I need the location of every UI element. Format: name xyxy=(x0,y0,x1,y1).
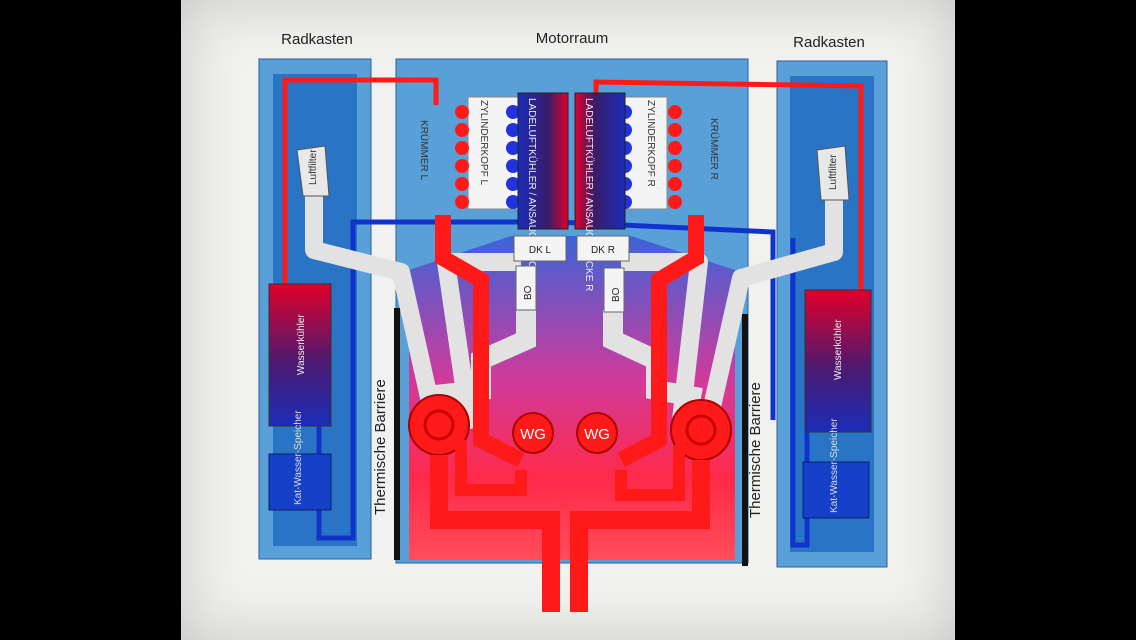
engine-diagram: Radkasten Motorraum Radkasten Thermische… xyxy=(258,30,888,612)
label-manifold-left: KRÜMMER L xyxy=(418,120,430,180)
downpipe-left xyxy=(430,455,560,612)
label-watercooler-right: Wasserkühler xyxy=(833,319,844,380)
water-cooler-left xyxy=(268,283,332,427)
label-motorraum: Motorraum xyxy=(536,30,609,47)
water-cooler-right xyxy=(804,289,872,433)
exhaust-manifold-right xyxy=(617,215,704,468)
label-reservoir-left: Kat-Wasser-Speicher xyxy=(293,410,304,505)
wastegate-left xyxy=(512,412,554,454)
label-cylinder-left: ZYLINDERKOPF L xyxy=(478,100,489,185)
charge-cooler-right xyxy=(574,92,626,230)
air-filter-left xyxy=(296,145,330,197)
label-manifold-right: KRÜMMER R xyxy=(708,118,720,180)
turbo-left-core xyxy=(423,409,455,441)
label-throttle-right: DK R xyxy=(591,245,615,256)
wastegate-right xyxy=(576,412,618,454)
label-bov-right: BO xyxy=(611,287,622,302)
label-bov-left: BO xyxy=(523,285,534,300)
label-barrier-right: Thermische Barriere xyxy=(747,382,764,518)
downpipe-right xyxy=(570,460,710,612)
label-cylinder-right: ZYLINDERKOPF R xyxy=(645,100,656,187)
coolant-cold-line xyxy=(316,219,776,541)
label-barrier-left: Thermische Barriere xyxy=(372,379,389,515)
coolant-hot-line-left xyxy=(282,77,439,290)
label-cooler-right: LADELUFTKÜHLER / ANSAUGBRÜCKE R xyxy=(583,98,595,291)
exhaust-loop-left xyxy=(455,440,527,496)
turbo-right-core xyxy=(685,414,717,446)
thermal-barrier-right xyxy=(742,314,748,566)
label-radkasten-left: Radkasten xyxy=(281,31,353,48)
reservoir-right xyxy=(802,461,870,519)
reservoir-left xyxy=(268,453,332,511)
label-wastegate-right: WG xyxy=(584,426,610,443)
bov-right xyxy=(603,267,625,313)
label-throttle-left: DK L xyxy=(529,245,552,256)
exhaust-loop-right xyxy=(615,445,685,501)
bov-left xyxy=(515,265,537,311)
label-radkasten-right: Radkasten xyxy=(793,34,865,51)
throttle-right xyxy=(576,235,630,262)
label-airfilter-left: Luftfilter xyxy=(308,149,319,185)
label-watercooler-left: Wasserkühler xyxy=(296,314,307,375)
charge-cooler-left xyxy=(517,92,569,230)
throttle-left xyxy=(513,235,567,262)
label-reservoir-right: Kat-Wasser-Speicher xyxy=(829,418,840,513)
air-filter-right xyxy=(816,145,850,201)
label-airfilter-right: Luftfilter xyxy=(828,154,839,190)
photo-frame: Radkasten Motorraum Radkasten Thermische… xyxy=(181,0,955,640)
exhaust-manifold-left xyxy=(435,215,525,468)
thermal-barrier-left xyxy=(394,308,400,560)
manifold-ports-left xyxy=(455,105,520,209)
label-wastegate-left: WG xyxy=(520,426,546,443)
